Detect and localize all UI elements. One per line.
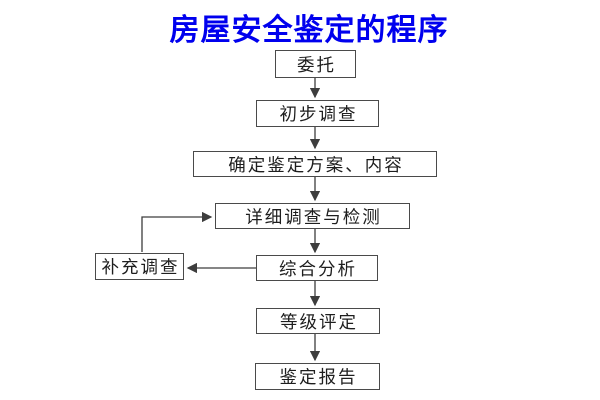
page-title: 房屋安全鉴定的程序 <box>169 14 449 47</box>
flow-node-supplementary-survey: 补充调查 <box>95 253 184 280</box>
flow-node-comprehensive-analysis: 综合分析 <box>256 255 378 281</box>
flow-node-appraisal-report: 鉴定报告 <box>255 363 380 390</box>
flow-node-determine-plan-content: 确定鉴定方案、内容 <box>193 151 437 177</box>
flow-node-detailed-survey-testing: 详细调查与检测 <box>215 203 410 229</box>
edge-supplement-to-detailed <box>141 211 213 252</box>
flow-node-grade-evaluation: 等级评定 <box>256 308 380 334</box>
flow-node-preliminary-survey: 初步调查 <box>256 100 379 127</box>
flow-node-entrust: 委托 <box>275 50 356 78</box>
